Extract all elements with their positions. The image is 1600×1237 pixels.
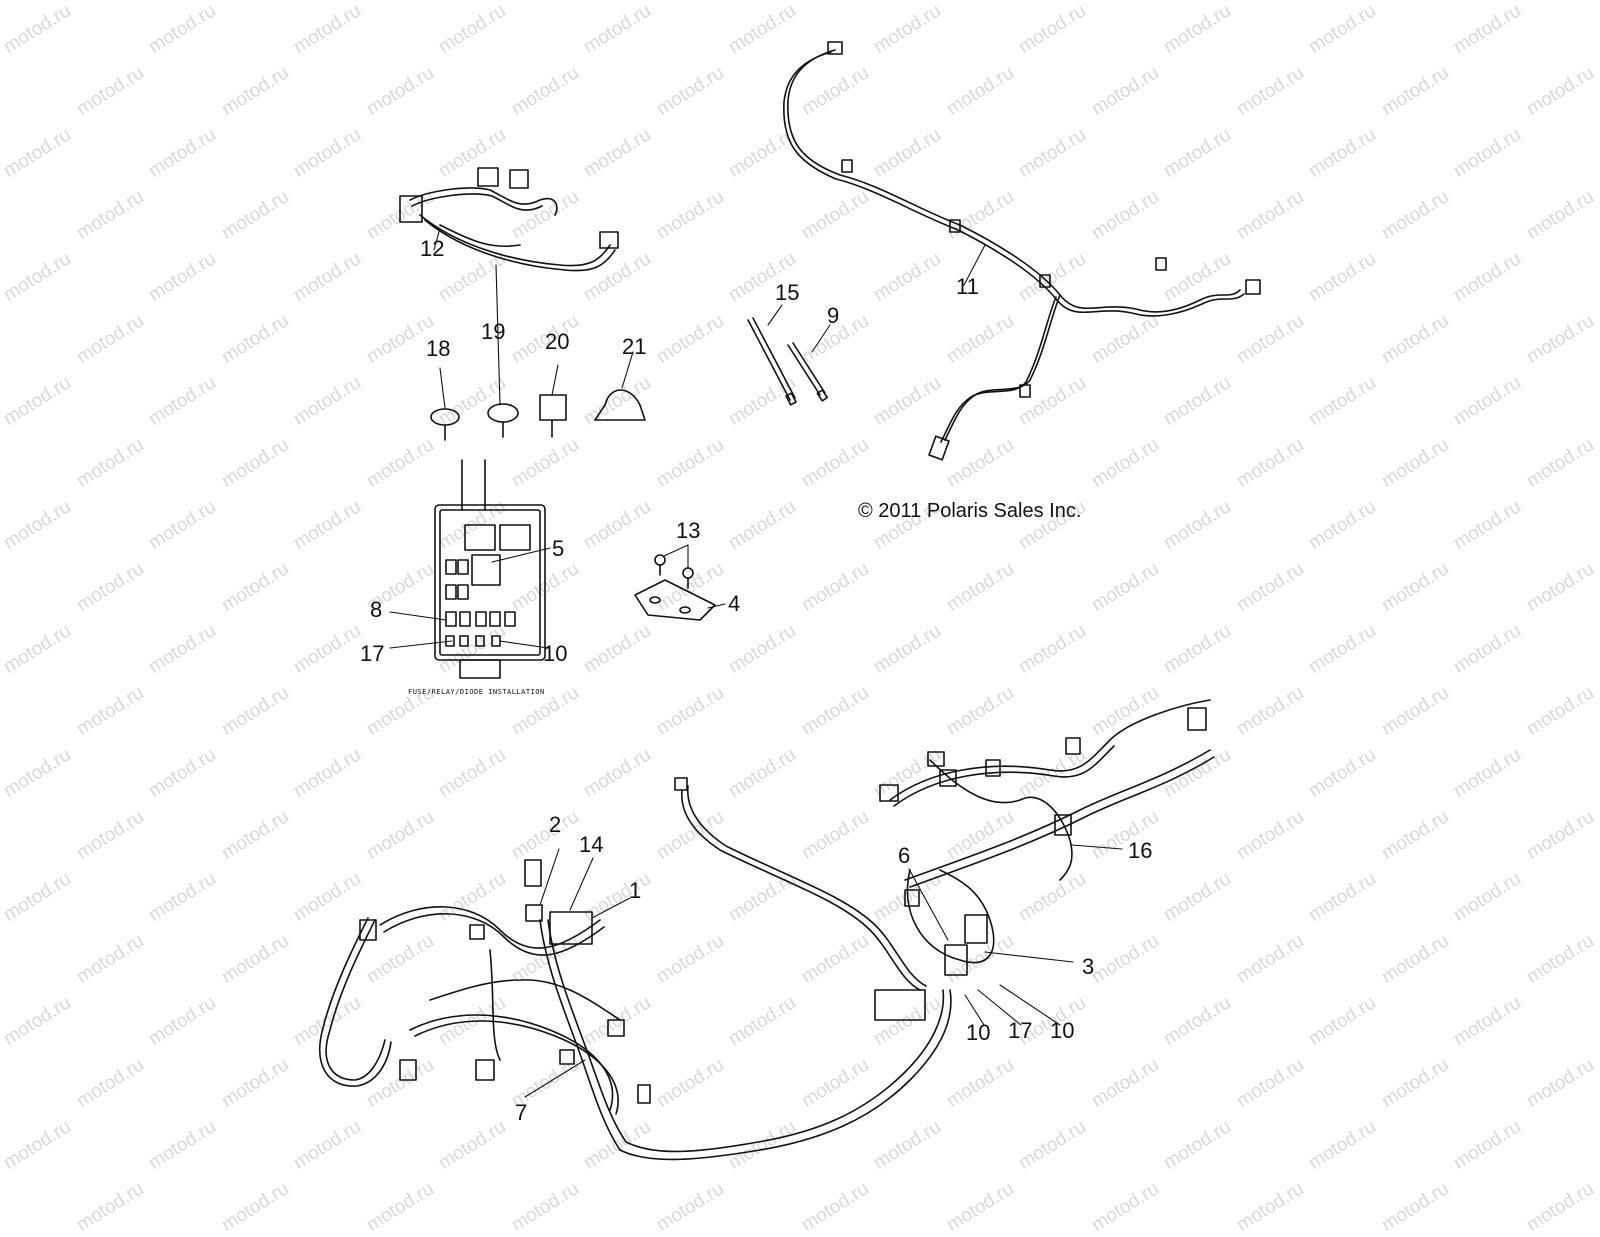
connector xyxy=(399,1059,417,1081)
callout-5: 5 xyxy=(552,536,565,561)
connector xyxy=(599,231,619,249)
connector xyxy=(928,435,950,461)
clip xyxy=(841,159,853,173)
callout-16: 16 xyxy=(1128,838,1153,863)
connector xyxy=(524,859,542,887)
connector xyxy=(475,1059,495,1081)
copyright-notice: © 2011 Polaris Sales Inc. xyxy=(858,500,1082,522)
rear-harness-part-11 xyxy=(783,41,1261,461)
fuse-box xyxy=(434,459,546,679)
connector-part-16 xyxy=(1054,814,1072,836)
connector xyxy=(459,659,501,679)
clip xyxy=(1155,257,1167,271)
clip-18 xyxy=(430,408,460,441)
connector xyxy=(939,769,957,787)
callout-19: 19 xyxy=(481,319,506,344)
connector xyxy=(827,41,843,55)
callout-4: 4 xyxy=(728,591,741,616)
small-harness-part-12 xyxy=(399,167,619,272)
tie-head xyxy=(785,392,797,406)
callout-18: 18 xyxy=(426,336,451,361)
tie-head xyxy=(816,389,829,402)
callout-21: 21 xyxy=(622,334,647,359)
bolts-part-13 xyxy=(654,554,694,589)
module-part-1 xyxy=(549,911,593,945)
connector xyxy=(469,924,485,940)
clip-19 xyxy=(487,403,519,438)
connector-block xyxy=(874,989,926,1021)
connector xyxy=(674,777,688,791)
relay xyxy=(964,914,988,944)
connector xyxy=(359,919,377,941)
callout-3: 3 xyxy=(1082,954,1095,979)
leader-lines xyxy=(389,227,1123,1098)
connector xyxy=(1187,707,1207,731)
clip-20 xyxy=(539,394,567,438)
cable-ties-parts-15-9 xyxy=(747,317,829,406)
callout-8: 8 xyxy=(370,597,383,622)
callout-12: 12 xyxy=(420,236,445,261)
callout-2: 2 xyxy=(549,812,562,837)
connector xyxy=(904,889,920,907)
connector xyxy=(927,751,945,767)
callout-13: 13 xyxy=(676,518,701,543)
connector xyxy=(399,195,423,223)
connector xyxy=(879,784,899,802)
callout-11: 11 xyxy=(956,274,979,299)
callout-10-fusebox: 10 xyxy=(543,641,568,666)
relay xyxy=(471,554,501,586)
callout-17-harness: 17 xyxy=(1008,1018,1033,1043)
clip xyxy=(1039,274,1051,288)
connector xyxy=(477,167,499,187)
callout-6: 6 xyxy=(898,843,911,868)
bracket-part-4 xyxy=(634,579,716,621)
callout-14: 14 xyxy=(579,832,604,857)
callout-20: 20 xyxy=(545,329,570,354)
connector xyxy=(985,759,1001,777)
connector xyxy=(1065,737,1081,755)
main-harness xyxy=(319,699,1215,1161)
relay xyxy=(499,524,531,551)
callout-17-fusebox: 17 xyxy=(360,641,385,666)
callout-7: 7 xyxy=(515,1100,528,1125)
callout-10-harness-right: 10 xyxy=(1050,1018,1075,1043)
connector xyxy=(559,1049,575,1065)
connector xyxy=(637,1084,651,1104)
relay xyxy=(464,524,496,551)
callout-10-harness-left: 10 xyxy=(966,1020,991,1045)
harness-line-art xyxy=(319,41,1261,1161)
relay xyxy=(525,904,543,922)
callout-9: 9 xyxy=(827,303,840,328)
connector xyxy=(509,169,529,189)
connector xyxy=(1245,279,1261,295)
callout-15: 15 xyxy=(775,280,800,305)
fuse-box-caption: FUSE/RELAY/DIODE INSTALLATION xyxy=(408,688,545,696)
clip-21 xyxy=(594,389,646,421)
clip xyxy=(949,219,961,233)
callout-1: 1 xyxy=(629,878,642,903)
connector xyxy=(607,1019,625,1037)
module-part-3 xyxy=(944,944,968,976)
clip xyxy=(1019,384,1031,398)
